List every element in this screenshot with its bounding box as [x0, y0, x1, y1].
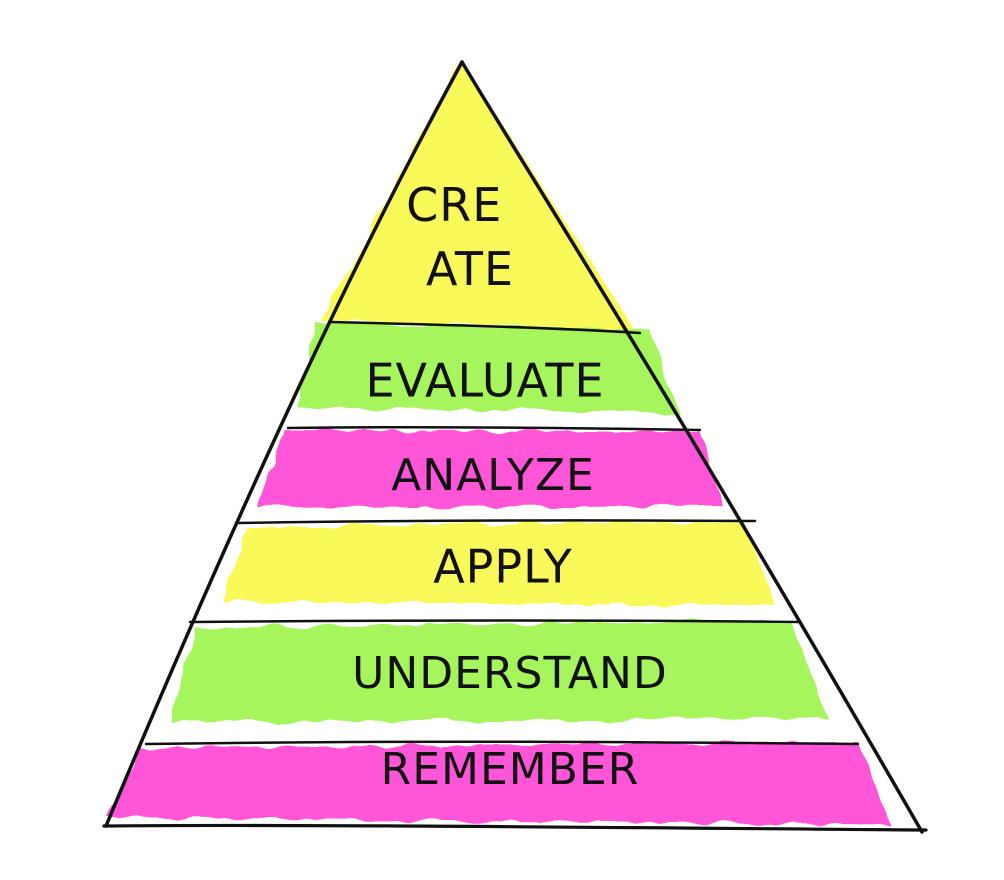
divider-3: [234, 519, 757, 525]
level-label-understand: UNDERSTAND: [352, 648, 668, 699]
level-fills: [108, 62, 890, 825]
left-edge: [104, 60, 464, 828]
base-line: [102, 823, 928, 832]
right-edge: [460, 60, 924, 834]
level-label-analyze: ANALYZE: [391, 450, 595, 501]
divider-4: [188, 619, 802, 624]
divider-5: [144, 740, 860, 746]
level-fill-evaluate: [298, 322, 678, 412]
level-fill-create: [320, 62, 635, 330]
level-label-evaluate: EVALUATE: [365, 354, 604, 408]
level-label-apply: APPLY: [433, 540, 573, 594]
level-fill-analyze: [258, 430, 722, 508]
level-label-create: CRE ATE: [406, 178, 518, 296]
level-fill-apply: [222, 522, 775, 605]
level-label-remember: REMEMBER: [381, 744, 640, 795]
level-label-create-line-2: ATE: [426, 242, 514, 296]
pyramid-outline: [102, 60, 928, 834]
divider-2: [286, 425, 702, 432]
level-labels: CRE ATE EVALUATE ANALYZE APPLY UNDERSTAN…: [352, 178, 668, 796]
level-label-create-line-1: CRE: [406, 178, 502, 232]
level-fill-remember: [108, 742, 890, 825]
level-fill-understand: [170, 620, 828, 722]
divider-1: [328, 320, 642, 335]
